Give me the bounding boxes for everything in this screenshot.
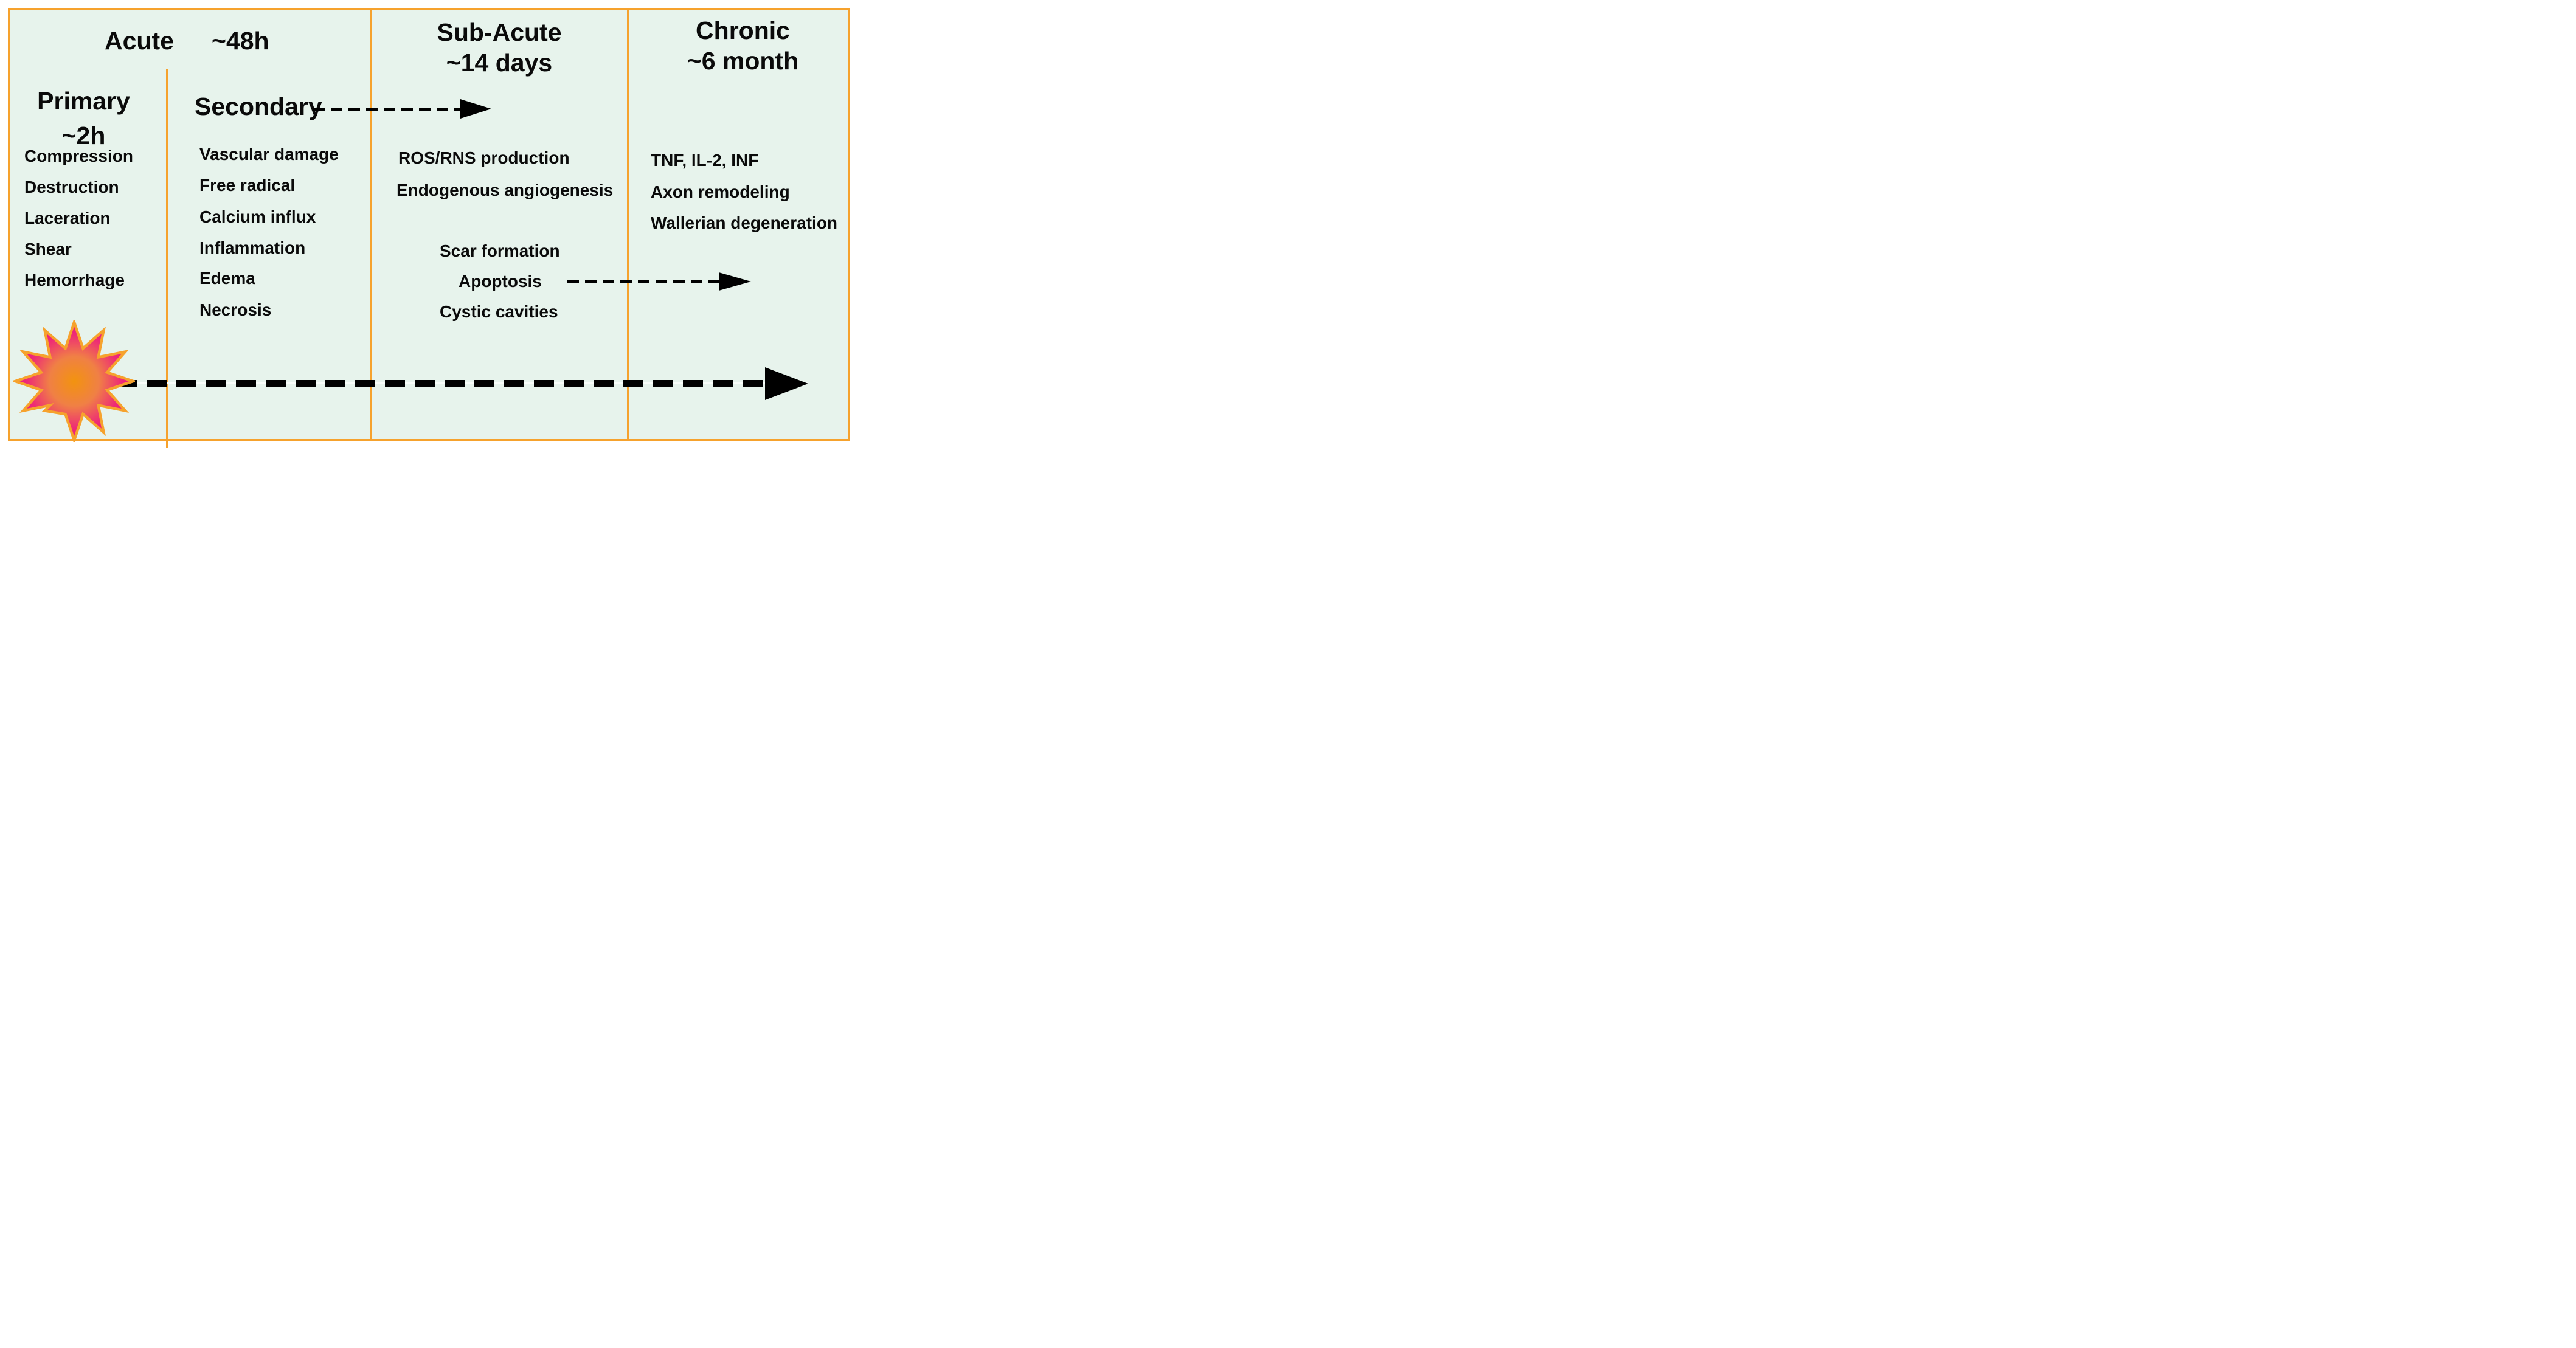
primary-item: Destruction xyxy=(24,178,119,196)
phase-label-acute: Acute xyxy=(105,27,174,55)
subacute-item: Apoptosis xyxy=(459,272,542,291)
secondary-item: Necrosis xyxy=(199,300,272,319)
phase-duration-chronic: ~6 month xyxy=(687,47,799,75)
phase-label-subacute: Sub-Acute xyxy=(437,18,562,46)
secondary-progression-arrowhead-icon xyxy=(460,99,491,119)
primary-item: Laceration xyxy=(24,209,111,227)
injury-phase-timeline-diagram: Acute ~48h Sub-Acute ~14 days Chronic ~6… xyxy=(0,0,859,449)
secondary-phase-title: Secondary xyxy=(195,92,322,120)
chronic-item: Axon remodeling xyxy=(651,182,790,201)
secondary-progression-dashed-line xyxy=(313,108,460,111)
timeline-dashed-line xyxy=(117,380,765,387)
primary-title-duration: ~2h xyxy=(61,122,106,150)
secondary-item: Inflammation xyxy=(199,238,306,257)
divider-primary-secondary xyxy=(166,69,168,448)
primary-item: Shear xyxy=(24,240,72,258)
phase-header-chronic: Chronic ~6 month xyxy=(629,15,857,76)
divider-acute-subacute xyxy=(370,10,372,439)
timeline-arrowhead-icon xyxy=(765,367,808,400)
secondary-item: Free radical xyxy=(199,176,296,195)
phase-header-subacute: Sub-Acute ~14 days xyxy=(372,17,627,78)
subacute-item: Cystic cavities xyxy=(440,302,558,321)
chronic-item: TNF, IL-2, INF xyxy=(651,151,759,170)
phase-duration-acute: ~48h xyxy=(212,27,269,55)
primary-item: Hemorrhage xyxy=(24,271,125,289)
apoptosis-progression-dashed-line xyxy=(567,280,719,283)
phase-label-chronic: Chronic xyxy=(696,16,790,44)
divider-subacute-chronic xyxy=(627,10,629,439)
subacute-item: Endogenous angiogenesis xyxy=(396,181,614,199)
primary-item: Compression xyxy=(24,147,133,165)
chronic-item: Wallerian degeneration xyxy=(651,213,838,232)
secondary-item: Vascular damage xyxy=(199,145,339,164)
primary-phase-title: Primary ~2h xyxy=(18,84,149,153)
subacute-item: Scar formation xyxy=(440,241,560,260)
phase-duration-subacute: ~14 days xyxy=(446,49,553,77)
primary-title-label: Primary xyxy=(37,87,130,115)
diagram-panel xyxy=(8,8,850,441)
secondary-item: Calcium influx xyxy=(199,207,316,226)
subacute-item: ROS/RNS production xyxy=(398,148,570,167)
apoptosis-progression-arrowhead-icon xyxy=(719,272,751,291)
starburst-icon xyxy=(13,320,135,442)
secondary-item: Edema xyxy=(199,269,255,288)
